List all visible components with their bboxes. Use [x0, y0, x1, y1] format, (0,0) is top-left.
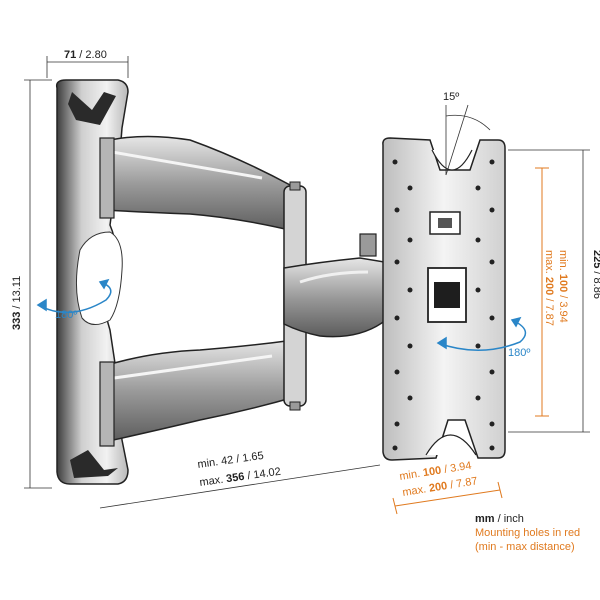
- extension-min-label: min. 42 / 1.65: [197, 450, 265, 471]
- legend-holes-line1: Mounting holes in red: [475, 527, 581, 539]
- vesa-horizontal-max-label: max. 200 / 7.87: [402, 475, 479, 499]
- height-label: 333 / 13.11: [11, 276, 23, 330]
- rotation-left-label: 180º: [55, 309, 77, 321]
- legend-units: mm / inch: [475, 512, 600, 526]
- vesa-vertical-max-label: max. 200 / 7.87: [543, 250, 555, 326]
- vesa-horizontal-min-label: min. 100 / 3.94: [399, 460, 473, 483]
- front-arm: [283, 233, 387, 338]
- extension-max-label: max. 356 / 14.02: [199, 466, 282, 489]
- tv-plate: [382, 137, 506, 461]
- rotation-arrow-right: [436, 316, 527, 351]
- vesa-vertical-min-label: min. 100 / 3.94: [557, 250, 569, 323]
- legend-holes-line2: (min - max distance): [475, 541, 575, 553]
- rotation-right-label: 180º: [508, 347, 530, 359]
- legend-units-inch: / inch: [494, 513, 524, 525]
- plate-depth-label: 71 / 2.80: [64, 49, 107, 61]
- vesa-dimension-lines: [392, 167, 549, 515]
- lower-arm: [99, 339, 299, 447]
- dimension-lines: [24, 56, 590, 509]
- plate-height-label: 225 / 8.86: [591, 250, 600, 299]
- upper-arm: [99, 135, 299, 233]
- legend: mm / inch Mounting holes in red (min - m…: [475, 512, 600, 554]
- tilt-angle-label: 15º: [443, 91, 459, 103]
- legend-units-mm: mm: [475, 513, 495, 525]
- rotation-arrow-left: [36, 278, 112, 314]
